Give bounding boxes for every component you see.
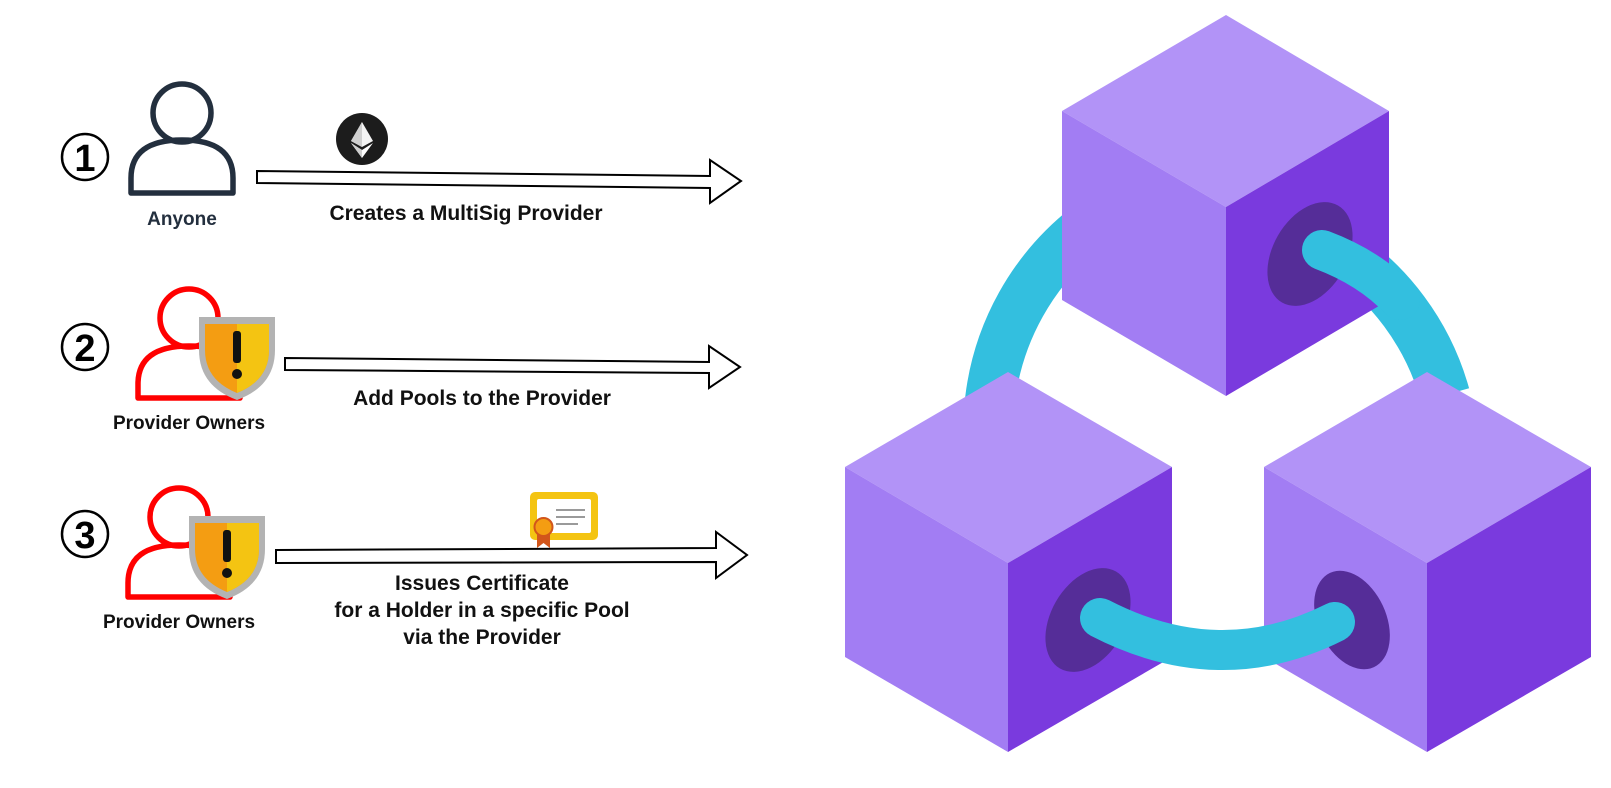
step-number-badge: 1 [60, 132, 110, 182]
user-warning-shield-icon [125, 485, 265, 600]
chain-link-top-port [1302, 230, 1420, 320]
step-3: 3 Provider Owners Issues Certificate for [60, 485, 749, 649]
actor-label: Anyone [147, 209, 217, 230]
connected-cubes-icon [845, 15, 1591, 752]
step-number-badge: 3 [60, 509, 110, 559]
step-2: 2 Provider Owners Add Pools to the Provi… [60, 286, 742, 434]
actor-label: Provider Owners [113, 413, 265, 434]
cube-top [1062, 15, 1389, 396]
actor-label: Provider Owners [103, 612, 255, 633]
flow-arrow [275, 530, 749, 580]
step-number: 1 [74, 138, 95, 180]
action-label-line-2: for a Holder in a specific Pool [334, 599, 629, 622]
action-label: Add Pools to the Provider [353, 387, 611, 410]
certificate-icon [530, 492, 598, 548]
flow-arrow [256, 158, 743, 205]
chain-link-bottom [1080, 598, 1355, 670]
action-label-line-1: Issues Certificate [395, 572, 569, 595]
ethereum-icon [336, 113, 388, 165]
cube-bottom-right [1264, 372, 1591, 752]
user-outline-icon [128, 81, 236, 196]
step-number: 2 [74, 328, 95, 370]
step-number-badge: 2 [60, 322, 110, 372]
action-label-line-3: via the Provider [403, 626, 561, 649]
action-label: Creates a MultiSig Provider [329, 202, 602, 225]
step-number: 3 [74, 515, 95, 557]
flow-arrow [284, 344, 742, 390]
user-warning-shield-icon [135, 286, 275, 401]
cube-bottom-left [845, 372, 1172, 752]
step-1: 1 Anyone Creates a MultiSig Provider [60, 81, 743, 230]
